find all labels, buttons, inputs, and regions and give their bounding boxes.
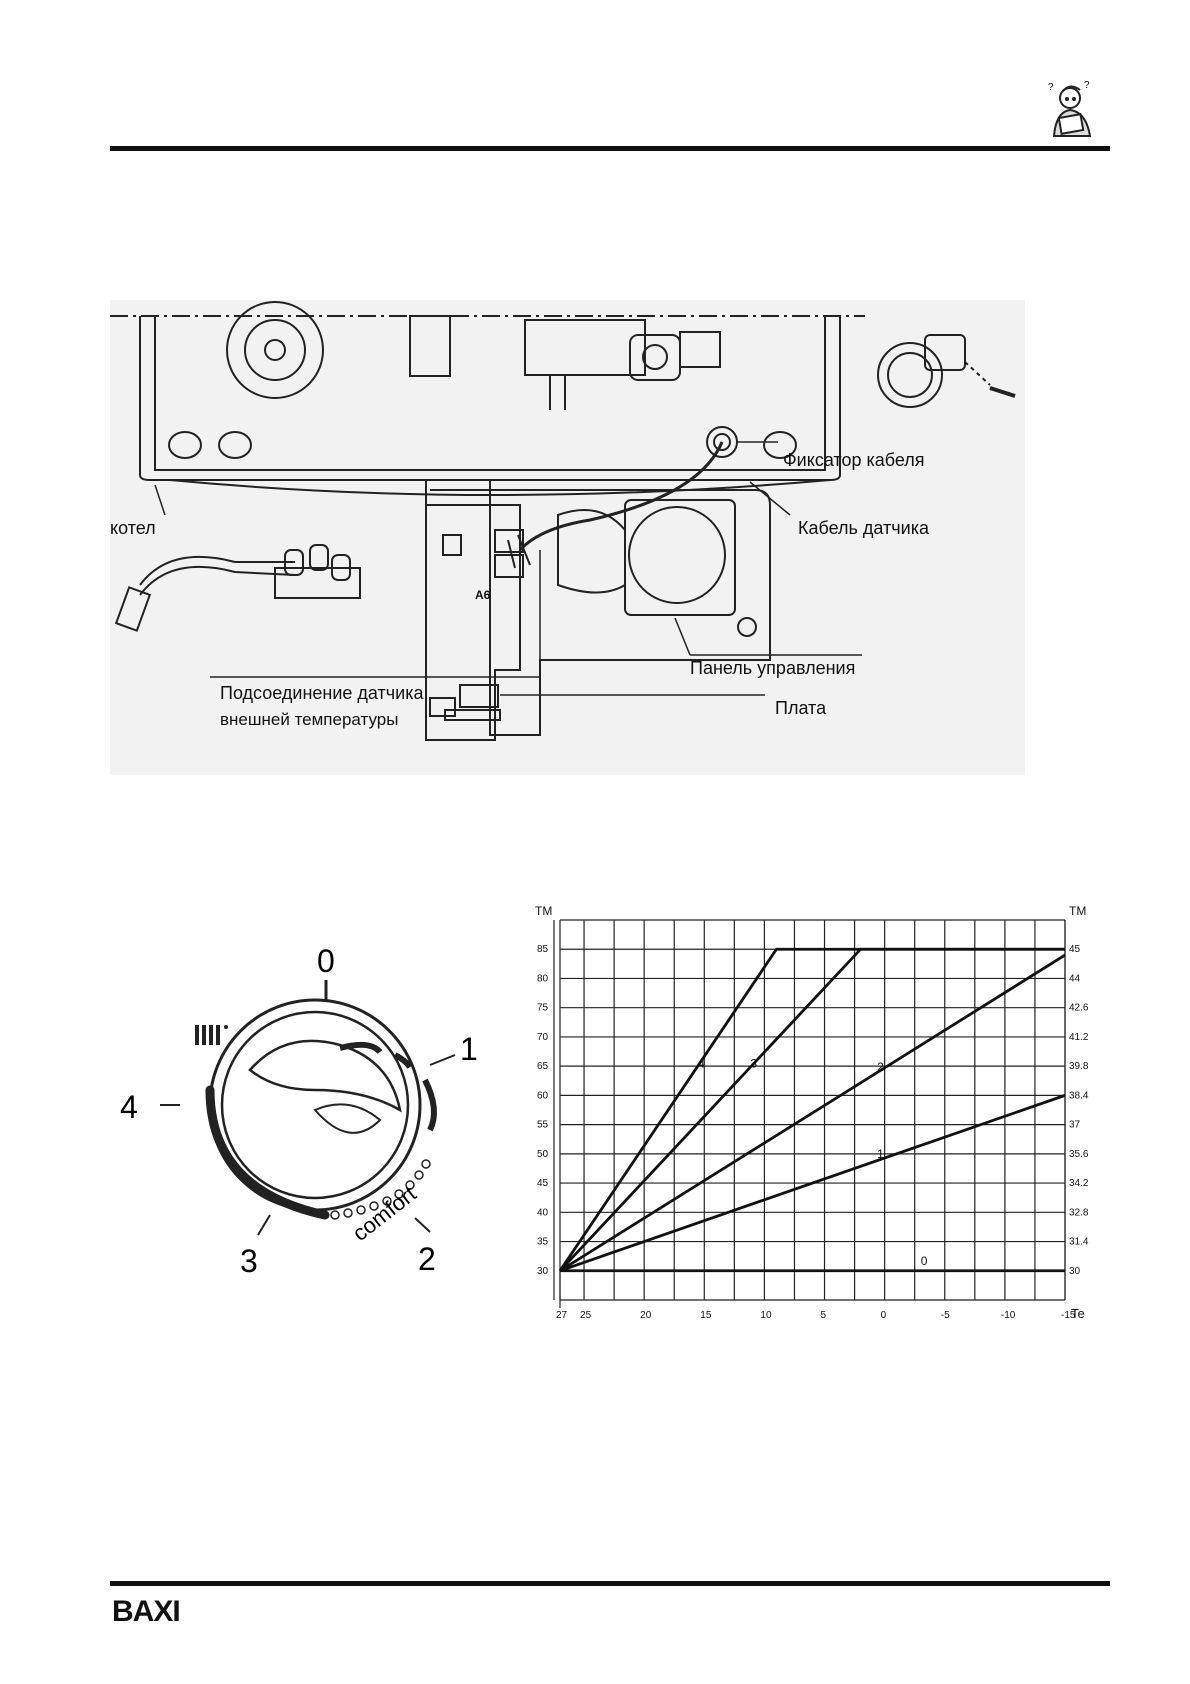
brand-logo: BAXI xyxy=(112,1595,181,1628)
label-board: Плата xyxy=(775,698,827,718)
temperature-knob: 0 1 2 3 4 comfort xyxy=(120,943,478,1279)
label-control-panel: Панель управления xyxy=(690,658,856,678)
y-right-tick: 31.4 xyxy=(1069,1237,1089,1248)
x-tick: 20 xyxy=(640,1310,652,1321)
series-label-0: 0 xyxy=(921,1254,928,1268)
x-tick: 0 xyxy=(881,1310,887,1321)
y-left-tick: 75 xyxy=(537,1003,549,1014)
series-label-1: 1 xyxy=(877,1147,884,1161)
x-tick: 25 xyxy=(580,1310,592,1321)
series-line-1 xyxy=(559,1094,1066,1273)
bottom-rule xyxy=(110,1581,1110,1586)
series-line-4 xyxy=(558,947,1065,1272)
y-right-tick: 39.8 xyxy=(1069,1061,1089,1072)
y-right-tick: 34.2 xyxy=(1069,1178,1089,1189)
svg-text:?: ? xyxy=(1048,82,1054,93)
knob-position-3: 3 xyxy=(240,1243,258,1279)
label-board-code: A6 xyxy=(475,588,491,602)
knob-position-1: 1 xyxy=(460,1031,478,1067)
x-tick: -15 xyxy=(1061,1310,1076,1321)
radiator-icon xyxy=(195,1025,228,1045)
knob-position-4: 4 xyxy=(120,1089,138,1125)
y-left-tick: 85 xyxy=(537,944,549,955)
y-left-tick: 40 xyxy=(537,1207,549,1218)
series-label-2: 2 xyxy=(877,1060,884,1074)
y-right-label: TM xyxy=(1069,905,1086,918)
label-sensor-connection-1: Подсоединение датчика xyxy=(220,683,424,703)
y-right-tick: 37 xyxy=(1069,1120,1081,1131)
y-right-tick: 38.4 xyxy=(1069,1090,1089,1101)
knob-position-0: 0 xyxy=(317,943,335,979)
label-cable-clamp: Фиксатор кабеля xyxy=(783,450,925,470)
y-right-tick: 42.6 xyxy=(1069,1003,1089,1014)
knob-position-2: 2 xyxy=(418,1241,436,1277)
y-right-tick: 32.8 xyxy=(1069,1207,1089,1218)
y-left-label: TM xyxy=(535,905,552,918)
y-right-tick: 30 xyxy=(1069,1266,1081,1277)
y-right-tick: 45 xyxy=(1069,944,1081,955)
wiring-diagram: Фиксатор кабеля котел Кабель датчика A6 … xyxy=(110,300,1025,775)
series-label-3: 3 xyxy=(750,1056,757,1070)
y-left-tick: 50 xyxy=(537,1149,549,1160)
y-right-tick: 44 xyxy=(1069,973,1081,984)
series-line-2 xyxy=(559,953,1066,1272)
y-left-tick: 80 xyxy=(537,973,549,984)
x-tick: 10 xyxy=(760,1310,772,1321)
x-tick: 27 xyxy=(556,1310,568,1321)
y-right-tick: 35.6 xyxy=(1069,1149,1089,1160)
label-boiler: котел xyxy=(110,518,156,538)
label-sensor-connection-2: внешней температуры xyxy=(220,710,399,729)
y-left-tick: 60 xyxy=(537,1090,549,1101)
x-tick: 15 xyxy=(700,1310,712,1321)
svg-text:?: ? xyxy=(1084,80,1090,91)
x-axis-label: Te xyxy=(1071,1306,1085,1321)
label-sensor-cable: Кабель датчика xyxy=(798,518,929,538)
x-tick: -10 xyxy=(1001,1310,1016,1321)
top-rule xyxy=(110,146,1110,151)
y-left-tick: 70 xyxy=(537,1032,549,1043)
reading-man-icon: ?? xyxy=(1048,80,1092,137)
y-left-tick: 65 xyxy=(537,1061,549,1072)
y-right-tick: 41.2 xyxy=(1069,1032,1089,1043)
y-left-tick: 35 xyxy=(537,1237,549,1248)
y-left-tick: 30 xyxy=(537,1266,549,1277)
x-tick: -5 xyxy=(941,1310,950,1321)
series-label-4: 4 xyxy=(698,1056,705,1070)
heating-curve-chart: 012343035404550556065707580853031.432.83… xyxy=(535,905,1089,1321)
x-tick: 5 xyxy=(821,1310,827,1321)
y-left-tick: 55 xyxy=(537,1120,549,1131)
y-left-tick: 45 xyxy=(537,1178,549,1189)
